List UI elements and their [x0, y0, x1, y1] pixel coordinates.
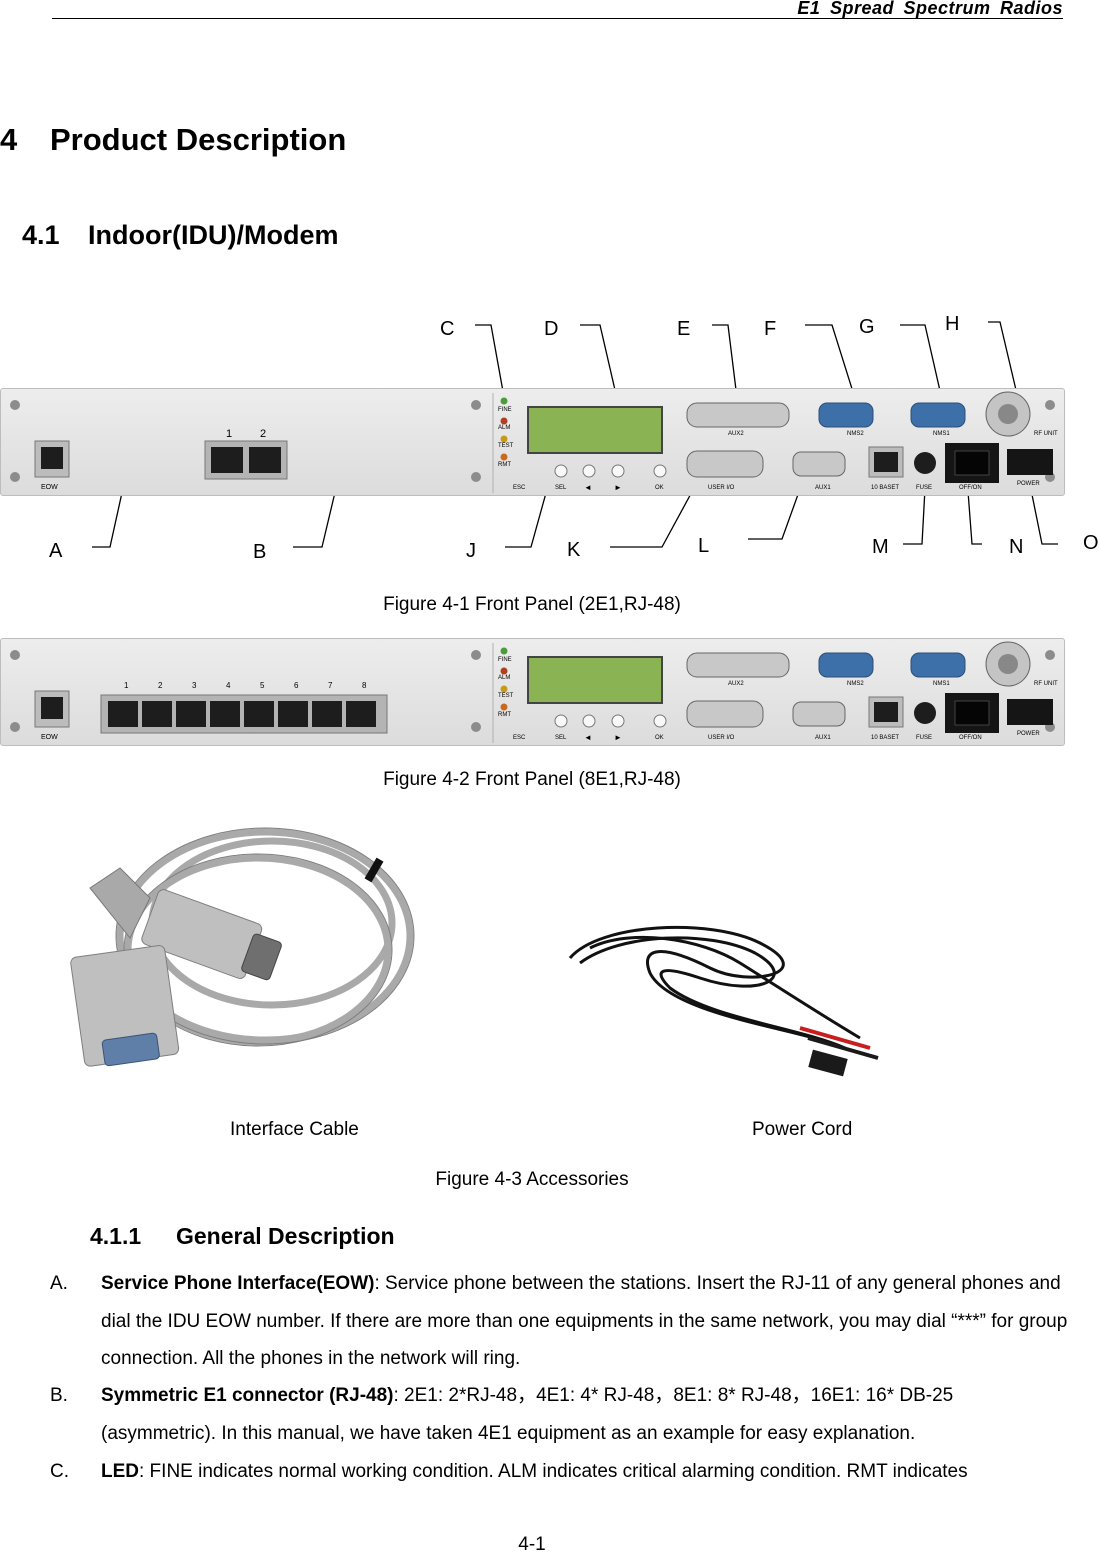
callout-l: L [698, 535, 710, 557]
nms2-label: NMS2 [847, 431, 864, 437]
item-term: LED [101, 1461, 139, 1482]
power-cord-image [568, 925, 879, 1077]
rf-unit-label-8e1: RF UNIT [1034, 681, 1058, 687]
callout-o: O [1083, 532, 1099, 554]
port-number-6: 6 [294, 681, 299, 690]
section-number: 4 [0, 122, 18, 157]
header-rule [52, 18, 1063, 19]
callout-e: E [677, 318, 691, 340]
callout-f: F [764, 318, 777, 340]
power-label-8e1: POWER [1017, 731, 1040, 737]
callout-c: C [440, 318, 455, 340]
left-arrow-label: ◄ [584, 483, 592, 492]
esc-button-label-8e1: ESC [513, 735, 526, 741]
right-arrow-label: ► [614, 483, 622, 492]
item-term: Symmetric E1 connector (RJ-48) [101, 1385, 394, 1406]
front-panel-2e1: EOW 1 2 FINE ALM TEST RMT ESC SEL ◄ ► OK… [0, 388, 1065, 496]
port-number-4: 4 [226, 681, 231, 690]
section-title: Product Description [50, 122, 347, 157]
aux2-label: AUX2 [728, 431, 744, 437]
front-panel-2e1-drawing [10, 391, 1055, 493]
fine-led-label-8e1: FINE [498, 657, 512, 663]
callout-b: B [253, 541, 267, 563]
eow-label-8e1: EOW [41, 734, 58, 741]
port-number-7: 7 [328, 681, 333, 690]
callout-a: A [49, 540, 63, 562]
description-item-c: C. LED: FINE indicates normal working co… [50, 1453, 1070, 1491]
esc-button-label: ESC [513, 485, 526, 491]
item-text: : Service phone between the stations. In… [101, 1273, 1068, 1369]
rf-unit-label: RF UNIT [1034, 431, 1058, 437]
user-io-label-8e1: USER I/O [708, 735, 735, 741]
interface-cable-label: Interface Cable [230, 1119, 359, 1140]
front-panel-8e1-drawing [10, 641, 1055, 743]
item-text: : 2E1: 2*RJ-48，4E1: 4* RJ-48，8E1: 8* RJ-… [101, 1385, 954, 1444]
aux2-label-8e1: AUX2 [728, 681, 744, 687]
port-number-1: 1 [124, 681, 129, 690]
subsection-heading: 4.1 Indoor(IDU)/Modem [22, 220, 338, 251]
left-arrow-label-8e1: ◄ [584, 733, 592, 742]
right-arrow-label-8e1: ► [614, 733, 622, 742]
rmt-led-label-8e1: RMT [498, 712, 511, 718]
port-2-label: 2 [260, 428, 267, 440]
callout-j: J [466, 540, 476, 562]
description-item-a: A. Service Phone Interface(EOW): Service… [50, 1265, 1070, 1378]
alm-led-label-8e1: ALM [498, 675, 511, 681]
sel-button-label: SEL [555, 485, 567, 491]
port-number-3: 3 [192, 681, 197, 690]
figure-4-2-caption: Figure 4-2 Front Panel (8E1,RJ-48) [383, 769, 681, 790]
subsubsection-number: 4.1.1 [90, 1223, 142, 1249]
front-panel-8e1: EOW 1 2 3 4 5 6 7 8 FINE ALM TEST RMT ES… [0, 638, 1065, 746]
power-label: POWER [1017, 481, 1040, 487]
item-label: A. [50, 1273, 68, 1294]
10baset-label-8e1: 10 BASET [871, 735, 900, 741]
interface-cable-image [70, 827, 415, 1067]
test-led-label: TEST [498, 443, 514, 449]
sel-button-label-8e1: SEL [555, 735, 567, 741]
callout-d: D [544, 318, 559, 340]
subsection-title: Indoor(IDU)/Modem [88, 220, 339, 250]
power-cord-label: Power Cord [752, 1119, 853, 1140]
port-number-8: 8 [362, 681, 367, 690]
subsubsection-heading: 4.1.1 General Description [90, 1223, 395, 1250]
description-item-b: B. Symmetric E1 connector (RJ-48): 2E1: … [50, 1377, 1070, 1452]
aux1-label-8e1: AUX1 [815, 735, 831, 741]
fine-led-label: FINE [498, 407, 512, 413]
ok-button-label-8e1: OK [655, 735, 664, 741]
item-label: C. [50, 1461, 69, 1482]
subsubsection-title: General Description [176, 1223, 395, 1249]
port-1-label: 1 [226, 428, 233, 440]
10baset-label: 10 BASET [871, 485, 900, 491]
figure-4-3-caption: Figure 4-3 Accessories [435, 1169, 629, 1190]
port-number-5: 5 [260, 681, 265, 690]
port-number-2: 2 [158, 681, 163, 690]
fuse-label: FUSE [916, 485, 933, 491]
callout-h: H [945, 313, 960, 335]
onoff-label: OFF/ON [959, 485, 982, 491]
nms2-label-8e1: NMS2 [847, 681, 864, 687]
rmt-led-label: RMT [498, 462, 511, 468]
onoff-label-8e1: OFF/ON [959, 735, 982, 741]
item-term: Service Phone Interface(EOW) [101, 1273, 375, 1294]
page-number: 4-1 [518, 1534, 546, 1555]
user-io-label: USER I/O [708, 485, 735, 491]
alm-led-label: ALM [498, 425, 511, 431]
figure-4-1-caption: Figure 4-1 Front Panel (2E1,RJ-48) [383, 594, 681, 615]
ok-button-label: OK [655, 485, 664, 491]
running-header: E1 Spread Spectrum Radios [797, 0, 1063, 18]
item-label: B. [50, 1385, 68, 1406]
subsection-number: 4.1 [22, 220, 60, 250]
nms1-label: NMS1 [933, 431, 950, 437]
callout-n: N [1009, 536, 1024, 558]
aux1-label: AUX1 [815, 485, 831, 491]
item-text: : FINE indicates normal working conditio… [139, 1461, 968, 1482]
fuse-label-8e1: FUSE [916, 735, 933, 741]
callout-g: G [859, 316, 875, 338]
callout-m: M [872, 536, 889, 558]
test-led-label-8e1: TEST [498, 693, 514, 699]
callout-k: K [567, 539, 581, 561]
eow-label: EOW [41, 484, 58, 491]
section-heading: 4 Product Description [0, 122, 346, 158]
nms1-label-8e1: NMS1 [933, 681, 950, 687]
